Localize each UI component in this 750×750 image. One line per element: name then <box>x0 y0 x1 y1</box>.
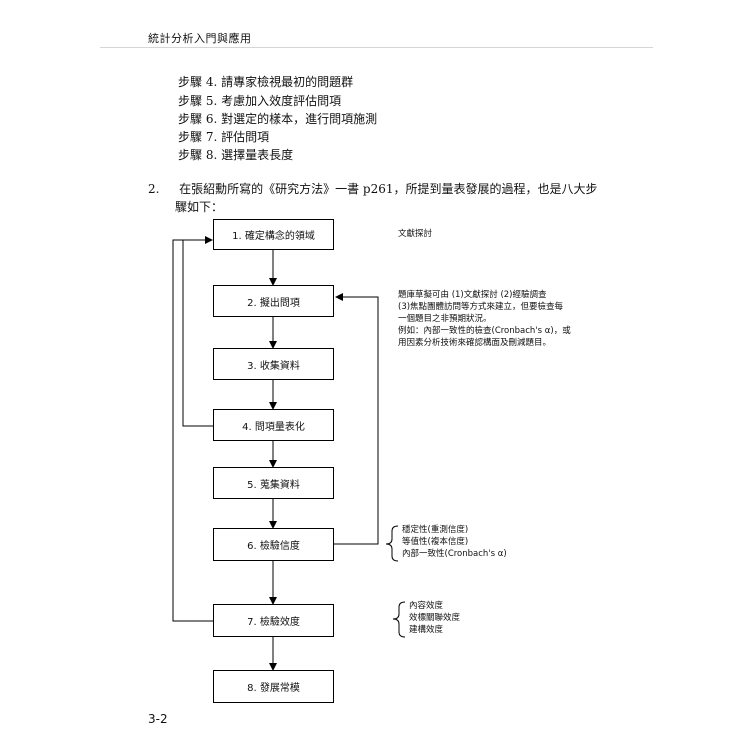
running-header: 統計分析入門與應用 <box>148 32 252 45</box>
paragraph-text: 在張紹勳所寫的《研究方法》一書 p261，所提到量表發展的過程，也是八大步 <box>179 182 598 196</box>
note-line: 內部一致性(Cronbach's α) <box>402 549 507 559</box>
note-line: 等值性(複本信度) <box>402 537 469 547</box>
literature-note: 文獻探討 <box>398 229 433 239</box>
loop-7-to-1 <box>172 236 213 622</box>
header-divider <box>100 47 653 48</box>
step-box-4: 4. 問項量表化 <box>213 409 334 441</box>
item-pool-note: 題庫草擬可由 (1)文獻探討 (2)經驗調查 (3)焦點團體訪問等方式來建立，但… <box>398 289 571 349</box>
note-line: 一個題目之非預期狀況。 <box>398 314 492 324</box>
loop-4-to-1 <box>182 240 213 427</box>
page-number: 3-2 <box>148 712 168 726</box>
step-item: 步驟 5. 考慮加入效度評估問項 <box>178 94 342 108</box>
step-item: 步驟 7. 評估問項 <box>178 130 270 144</box>
step-box-5: 5. 蒐集資料 <box>213 467 334 499</box>
validity-note: 內容效度 效標關聯效度 建構效度 <box>409 600 460 636</box>
step-item: 步驟 6. 對選定的樣本，進行問項施測 <box>178 112 378 126</box>
paragraph-line-2: 驟如下： <box>175 200 224 214</box>
validity-brace <box>392 601 406 638</box>
step-box-6: 6. 檢驗信度 <box>213 528 334 561</box>
reliability-note: 穩定性(重測信度) 等值性(複本信度) 內部一致性(Cronbach's α) <box>402 524 507 560</box>
step-box-2: 2. 擬出問項 <box>213 285 334 317</box>
note-line: 建構效度 <box>409 625 444 635</box>
step-box-7: 7. 檢驗效度 <box>213 604 334 637</box>
note-line: 例如：內部一致性的檢查(Cronbach's α)，或 <box>398 326 571 336</box>
paragraph-line-1: 2. 在張紹勳所寫的《研究方法》一書 p261，所提到量表發展的過程，也是八大步 <box>148 180 598 197</box>
paragraph-number: 2. <box>148 182 160 196</box>
step-box-1: 1. 確定構念的領域 <box>213 219 334 250</box>
step-item: 步驟 8. 選擇量表長度 <box>178 148 294 162</box>
note-line: 用因素分析技術來確認構面及刪減題目。 <box>398 338 552 348</box>
note-line: 效標關聯效度 <box>409 613 461 623</box>
note-line: 內容效度 <box>409 601 444 611</box>
loop-6-to-2 <box>334 293 379 545</box>
note-line: 穩定性(重測信度) <box>402 525 469 535</box>
reliability-brace <box>385 525 399 562</box>
note-line: 題庫草擬可由 (1)文獻探討 (2)經驗調查 <box>398 290 547 300</box>
step-box-3: 3. 收集資料 <box>213 348 334 380</box>
note-line: (3)焦點團體訪問等方式來建立，但要檢查每 <box>398 302 564 312</box>
step-box-8: 8. 發展常模 <box>213 670 334 703</box>
step-item: 步驟 4. 請專家檢視最初的問題群 <box>178 75 354 89</box>
